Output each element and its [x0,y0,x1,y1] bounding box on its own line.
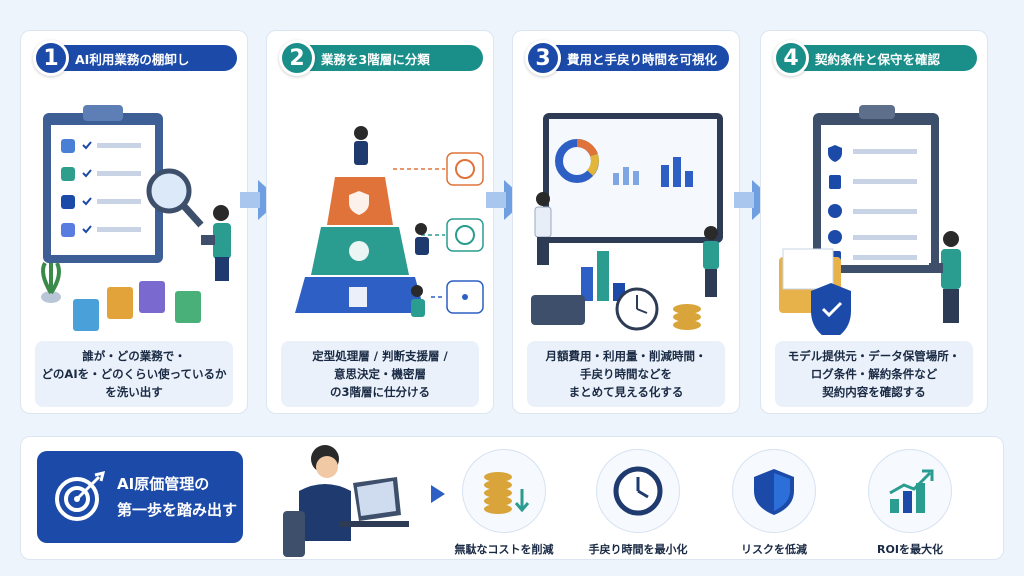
growth-chart-icon [889,469,934,513]
step3-desc-line-2: 手戻り時間などを [580,367,672,381]
pyramid-illustration [275,87,485,335]
inventory-illustration [29,87,239,335]
step-title-3: 費用と手戻り時間を可視化 [547,45,729,71]
goal-banner: AI原価管理の 第一歩を踏み出す [37,451,243,543]
step-card-4: 4 契約条件と保守を確認 [760,30,988,414]
benefit-risk: リスクを低減 [715,449,833,557]
benefit-label-roi: ROIを最大化 [877,543,943,556]
step1-desc-line-3: を洗い出す [105,385,163,399]
coin-stack-icon [673,304,701,330]
step-card-1: 1 AI利用業務の棚卸し [20,30,248,414]
bar-chart-3d [581,267,593,301]
calculator-icon [531,295,585,325]
benefit-time: 手戻り時間を最小化 [579,449,697,557]
shield-icon [349,191,369,215]
step4-desc-line-3: 契約内容を確認する [822,385,926,399]
outcome-panel: AI原価管理の 第一歩を踏み出す 無駄なコストを削減 [20,436,1004,560]
step-header-2: 2 業務を3階層に分類 [279,39,483,77]
step-description-2: 定型処理層 / 判断支援層 / 意思決定・機密層 の3階層に仕分ける [281,341,479,407]
shield-icon [754,469,794,515]
step-title-1: AI利用業務の棚卸し [55,45,237,71]
step-header-4: 4 契約条件と保守を確認 [773,39,977,77]
step4-desc-line-2: ログ条件・解約条件など [810,367,938,381]
step-title-4: 契約条件と保守を確認 [795,45,977,71]
magnifier-icon [146,168,192,214]
benefit-roi: ROIを最大化 [851,449,969,557]
goal-line-2: 第一歩を踏み出す [117,501,238,519]
step1-desc-line-1: 誰が・どの業務で・ [82,349,186,363]
step2-desc-line-3: の3階層に仕分ける [329,385,430,399]
step-number-1: 1 [33,40,69,76]
brain-icon-teal [446,218,484,252]
step-description-4: モデル提供元・データ保管場所・ ログ条件・解約条件など 契約内容を確認する [775,341,973,407]
step-title-2: 業務を3階層に分類 [301,45,483,71]
benefit-cost: 無駄なコストを削減 [445,449,563,557]
benefit-label-time: 手戻り時間を最小化 [588,543,688,556]
dashboard-illustration [521,87,731,335]
goal-text: AI原価管理の 第一歩を踏み出す [117,471,237,523]
step-header-1: 1 AI利用業務の棚卸し [33,39,237,77]
clock-icon [613,466,663,516]
step1-desc-line-2: どのAIを・どのくらい使っているか [41,367,227,381]
step4-desc-line-1: モデル提供元・データ保管場所・ [787,349,961,363]
step2-desc-line-1: 定型処理層 / 判断支援層 / [312,349,448,363]
benefit-label-cost: 無駄なコストを削減 [454,543,554,556]
coin-stack-down-icon [484,472,530,514]
step-card-2: 2 業務を3階層に分類 定型処理 [266,30,494,414]
step2-desc-line-2: 意思決定・機密層 [333,367,426,381]
step-number-4: 4 [773,40,809,76]
step-description-3: 月額費用・利用量・削減時間・ 手戻り時間などを まとめて見える化する [527,341,725,407]
step-card-3: 3 費用と手戻り時間を可視化 [512,30,740,414]
step-description-1: 誰が・どの業務で・ どのAIを・どのくらい使っているか を洗い出す [35,341,233,407]
step3-desc-line-1: 月額費用・利用量・削減時間・ [545,349,707,363]
employee-cards [73,281,201,331]
target-icon [55,470,106,521]
contract-illustration [769,87,979,341]
checklist-icon [349,287,367,307]
worker-at-laptop-illustration [283,445,409,557]
benefit-label-risk: リスクを低減 [741,543,807,556]
step-header-3: 3 費用と手戻り時間を可視化 [525,39,729,77]
ai-head-icon [349,241,369,261]
step-number-3: 3 [525,40,561,76]
security-shield-icon [811,283,851,341]
outcome-arrow [431,485,445,503]
brain-icon-orange [446,152,484,186]
step-number-2: 2 [279,40,315,76]
goal-line-1: AI原価管理の [117,475,210,493]
step3-desc-line-3: まとめて見える化する [568,385,684,399]
